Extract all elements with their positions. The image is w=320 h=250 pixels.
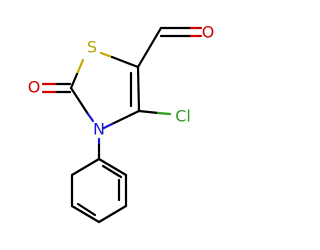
bond-c2-n xyxy=(69,86,90,116)
bond-c2-n-blue xyxy=(86,112,95,123)
bond-s-c5 xyxy=(110,55,140,69)
ring-oxygen-label: O xyxy=(28,78,41,97)
phenyl-bond-6 xyxy=(70,157,101,177)
bond-c4-cl-green xyxy=(156,111,172,116)
sulfur-label: S xyxy=(87,38,97,57)
nitrogen-label: N xyxy=(93,120,105,139)
phenyl-inner-bond-3 xyxy=(76,202,97,217)
bond-s-c5-yellow xyxy=(99,51,114,59)
chlorine-label: Cl xyxy=(175,107,191,126)
bond-c4-n-blue xyxy=(102,122,114,130)
bond-s-c2 xyxy=(69,72,79,90)
phenyl-bond-3 xyxy=(97,204,128,224)
bond-c4-cl xyxy=(137,109,160,115)
chemical-structure: O S N O Cl xyxy=(28,23,215,224)
bond-c5-c4 xyxy=(136,65,141,113)
bond-c5-cho xyxy=(136,26,163,69)
aldehyde-oxygen-label: O xyxy=(202,23,215,42)
phenyl-bond-1 xyxy=(97,157,128,177)
phenyl-bond-4 xyxy=(70,204,101,224)
phenyl-inner-bond-1 xyxy=(101,164,123,179)
bond-s-c2-yellow xyxy=(75,58,85,76)
bond-c4-n xyxy=(110,109,141,126)
